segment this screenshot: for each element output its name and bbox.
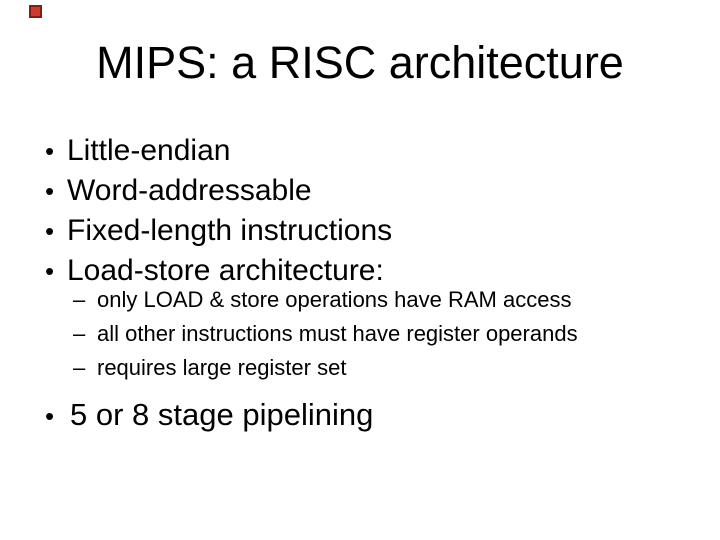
slide-title: MIPS: a RISC architecture [96,37,624,88]
bullet-icon: • [45,176,55,206]
bullet-text: Load-store architecture: [67,254,384,287]
bullet-icon: • [45,136,55,166]
bullet-list-level2: – only LOAD & store operations have RAM … [73,283,578,385]
bullet-text: 5 or 8 stage pipelining [70,397,374,432]
subbullet-text: requires large register set [97,355,347,380]
bullet-item-load-store: • Load-store architecture: [45,251,392,291]
dash-icon: – [73,355,86,380]
subbullet-text: all other instructions must have registe… [97,321,578,346]
bullet-text: Little-endian [67,134,231,167]
subbullet-item-register-operands: – all other instructions must have regis… [73,317,578,351]
bullet-icon: • [45,256,55,286]
bullet-item-word-addressable: • Word-addressable [45,171,392,211]
subbullet-item-ram-access: – only LOAD & store operations have RAM … [73,283,578,317]
bullet-item-pipelining: • 5 or 8 stage pipelining [45,395,373,436]
red-square-marker [29,5,42,18]
bullet-item-fixed-length: • Fixed-length instructions [45,211,392,251]
bullet-icon: • [45,216,55,246]
bullet-list-level1: • Little-endian • Word-addressable • Fix… [45,131,392,291]
dash-icon: – [73,321,86,346]
bullet-text: Fixed-length instructions [67,214,393,247]
dash-icon: – [73,287,86,312]
subbullet-item-register-set: – requires large register set [73,351,578,385]
bullet-item-little-endian: • Little-endian [45,131,392,171]
subbullet-text: only LOAD & store operations have RAM ac… [97,287,572,312]
bullet-text: Word-addressable [67,174,312,207]
bullet-icon: • [45,401,55,431]
